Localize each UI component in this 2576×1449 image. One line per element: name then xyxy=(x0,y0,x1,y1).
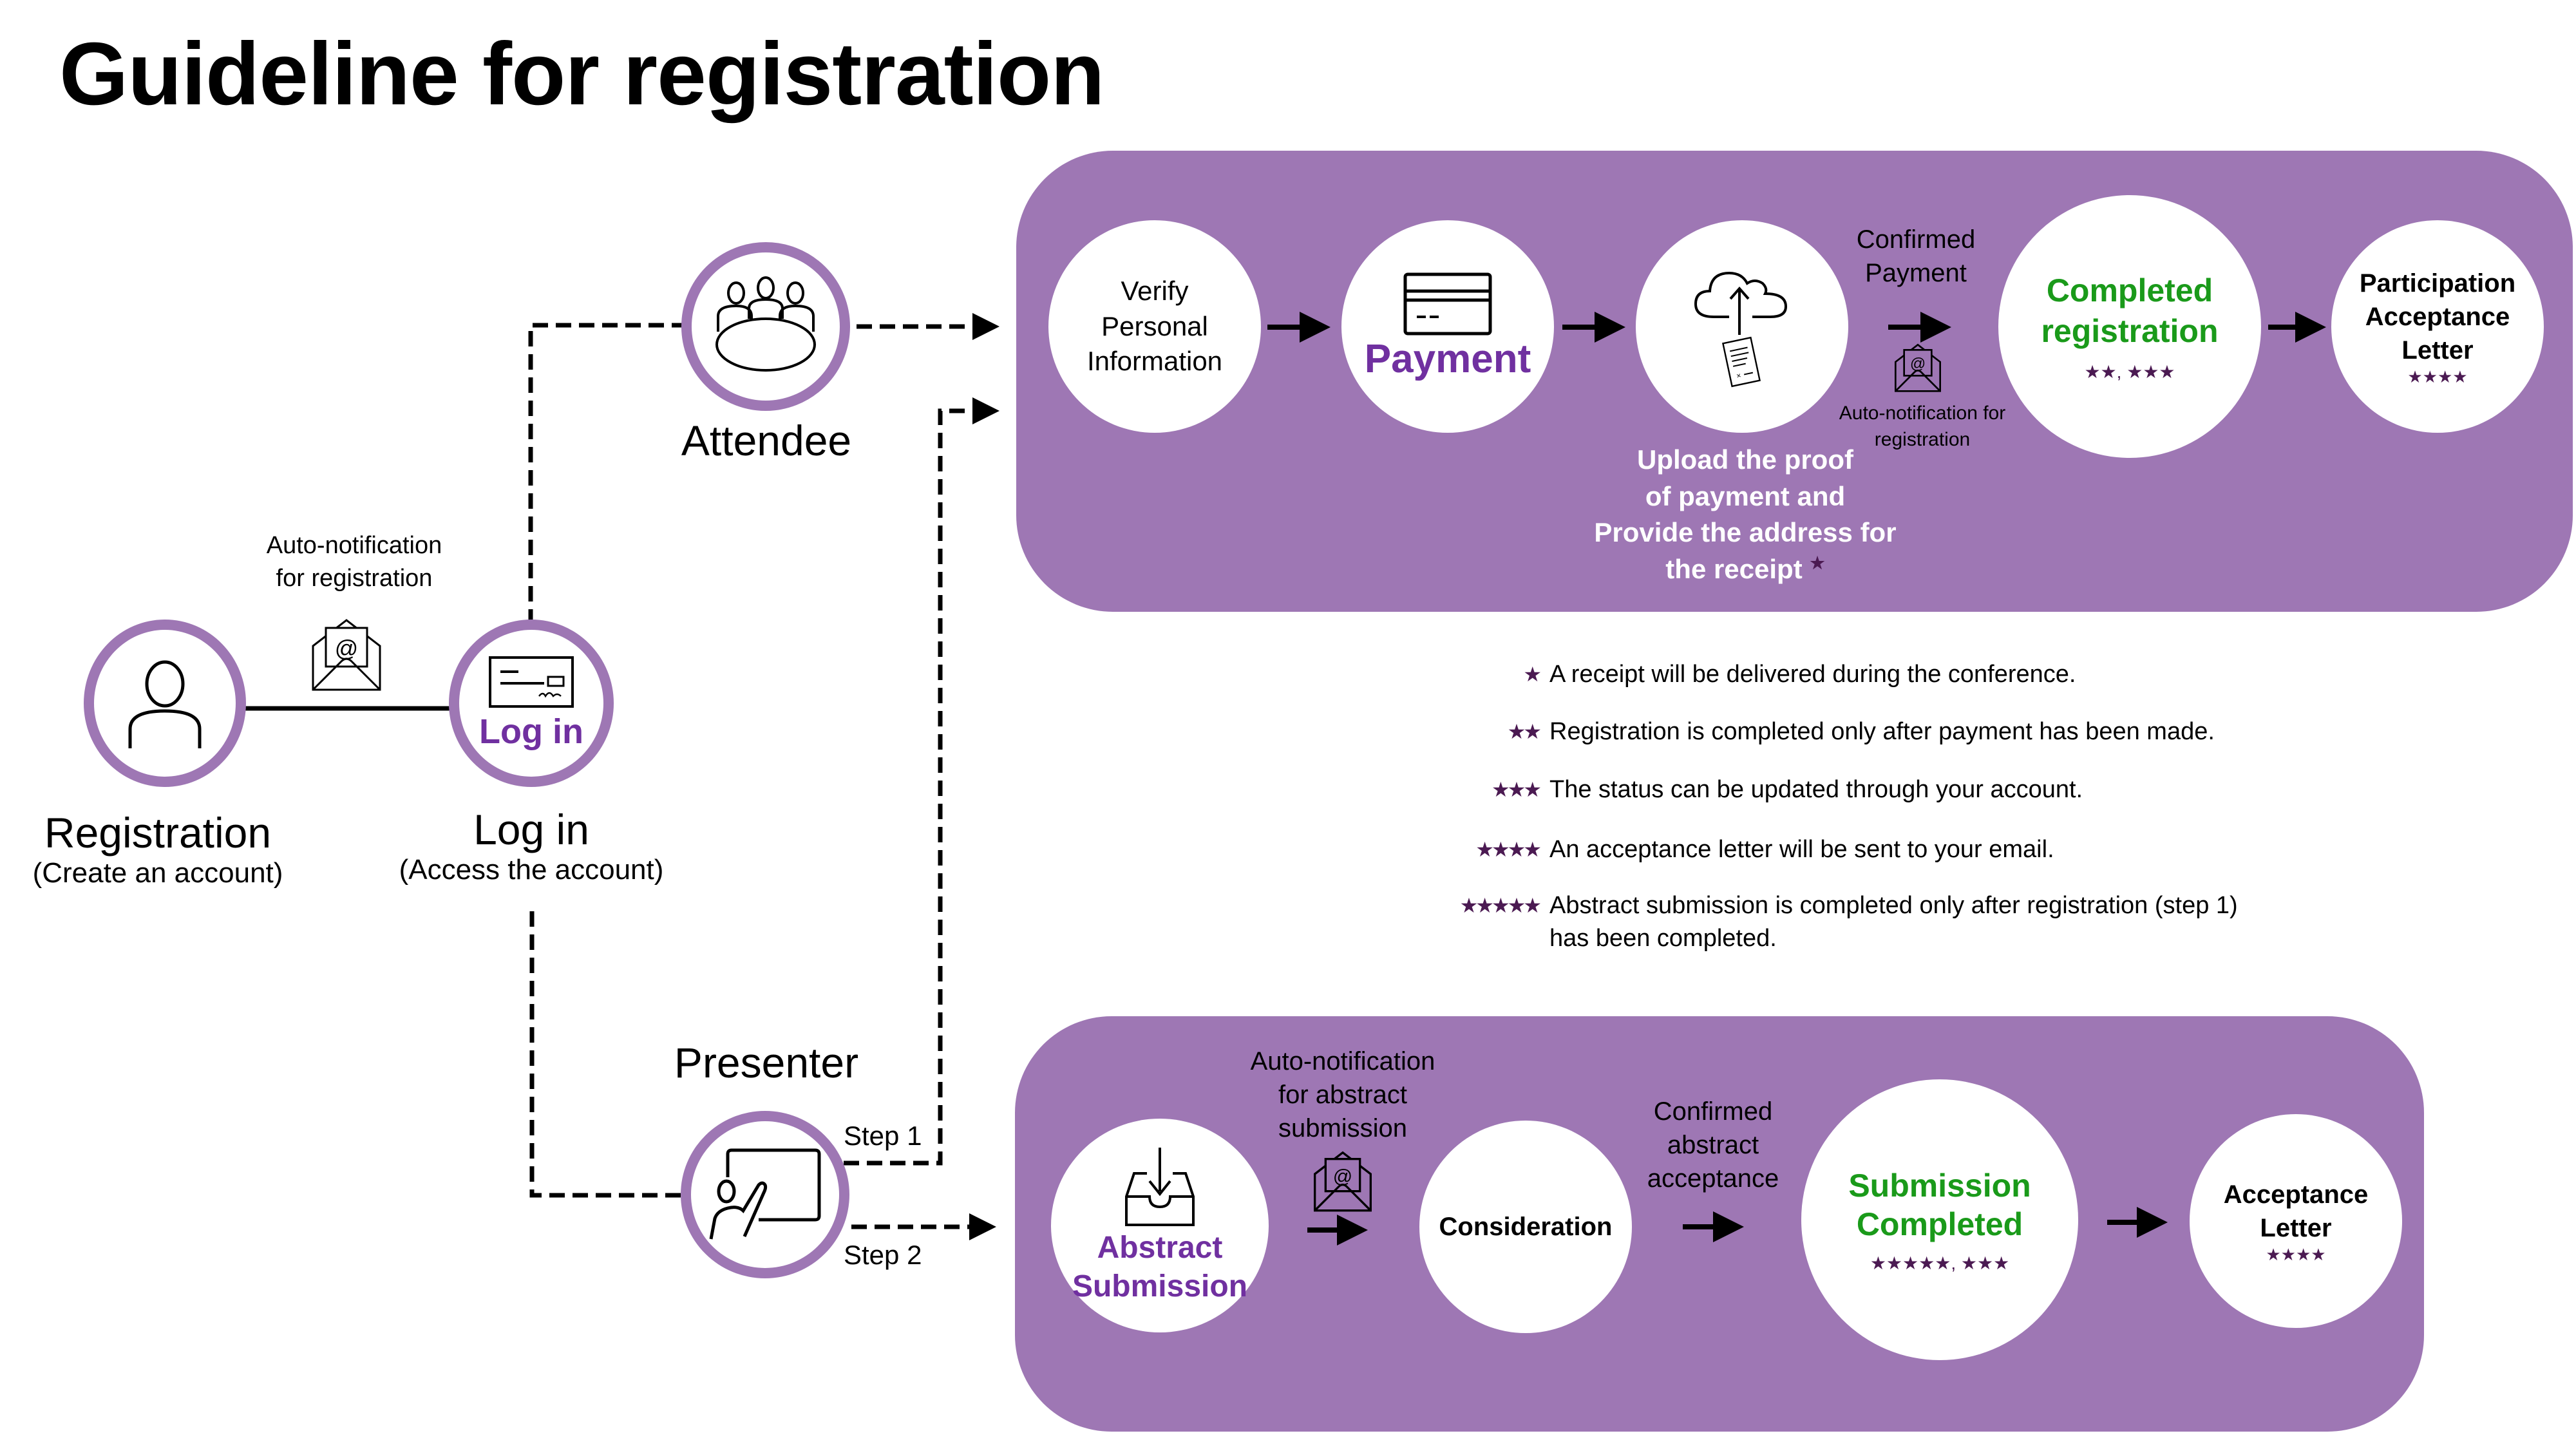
email-at-icon: @ xyxy=(1314,1151,1372,1212)
completed-label: Completed xyxy=(2046,272,2213,308)
consideration-label: Consideration xyxy=(1439,1212,1613,1241)
verify-line: Personal xyxy=(1101,310,1208,341)
auto-notification-text: for registration xyxy=(276,565,433,592)
abstract-label: Submission xyxy=(1072,1269,1248,1303)
legend-item: ★ A receipt will be delivered during the… xyxy=(1449,658,2415,691)
inbox-download-icon xyxy=(1125,1148,1195,1226)
meeting-table-icon xyxy=(715,276,816,372)
svg-text:@: @ xyxy=(1333,1166,1352,1187)
upload-caption: the receipt xyxy=(1665,554,1803,585)
completed-label: registration xyxy=(2041,312,2219,349)
star-icons: ★★★★★, ★★★ xyxy=(1870,1253,2010,1273)
completed-label: Submission xyxy=(1848,1167,2031,1204)
payment-label: Payment xyxy=(1364,336,1531,381)
auto-notification-text: for abstract xyxy=(1278,1081,1408,1109)
acceptance-letter-node[interactable]: Acceptance Letter ★★★★ xyxy=(2190,1114,2402,1328)
upload-caption: Upload the proof xyxy=(1637,444,1853,475)
submission-completed-node[interactable]: Submission Completed ★★★★★, ★★★ xyxy=(1801,1079,2078,1360)
legend-text: Abstract submission is completed only af… xyxy=(1549,892,2238,920)
svg-text:×: × xyxy=(1736,371,1742,381)
login-presenter-connector xyxy=(529,911,683,1198)
verify-line: Verify xyxy=(1121,276,1189,307)
star-icons: ★★★ xyxy=(1491,777,1542,801)
step1-connector xyxy=(844,397,999,1166)
registration-node[interactable] xyxy=(84,620,246,787)
login-attendee-connector xyxy=(528,323,683,625)
login-sublabel: (Access the account) xyxy=(399,854,664,886)
payment-node[interactable]: Payment xyxy=(1341,220,1554,433)
completed-label: Completed xyxy=(1856,1206,2023,1242)
star-icons: ★★★★ xyxy=(2266,1244,2326,1264)
login-node[interactable]: Log in xyxy=(449,620,614,787)
auto-notification-text: submission xyxy=(1278,1114,1408,1142)
legend-item: ★★★ The status can be updated through yo… xyxy=(1449,773,2415,806)
page-title: Guideline for registration xyxy=(59,24,1105,124)
completed-registration-node[interactable]: Completed registration ★★, ★★★ xyxy=(1998,195,2261,458)
letter-label: Participation xyxy=(2359,269,2516,298)
upload-caption: of payment and xyxy=(1645,480,1846,511)
presenter-node[interactable] xyxy=(681,1111,849,1278)
login-label: Log in xyxy=(473,806,589,853)
star-icons: ★ xyxy=(1523,663,1542,686)
confirmed-abstract-text: abstract xyxy=(1667,1131,1759,1159)
credit-card-icon xyxy=(1403,272,1492,335)
star-icons: ★★ xyxy=(1507,720,1542,744)
attendee-node[interactable] xyxy=(681,242,850,411)
legend-text: has been completed. xyxy=(1549,925,1777,952)
abstract-submission-node[interactable]: Abstract Submission xyxy=(1051,1119,1269,1332)
auto-notification-text: registration xyxy=(1874,428,1971,450)
cloud-upload-icon xyxy=(1694,271,1788,335)
star-icons: ★★★★ xyxy=(2407,366,2468,386)
email-at-icon: @ xyxy=(1895,343,1941,392)
legend-text: A receipt will be delivered during the c… xyxy=(1549,661,2076,688)
document-icon: × xyxy=(1721,336,1761,388)
step2-label: Step 2 xyxy=(844,1240,922,1270)
letter-label: Acceptance xyxy=(2223,1180,2369,1209)
legend-item: ★★ Registration is completed only after … xyxy=(1449,715,2415,748)
auto-notification-text: Auto-notification for xyxy=(1839,402,2006,424)
upload-caption: Provide the address for xyxy=(1594,517,1897,548)
auto-notification-text: Auto-notification xyxy=(1250,1047,1435,1075)
confirmed-abstract-text: Confirmed xyxy=(1653,1097,1773,1126)
verify-line: Information xyxy=(1086,346,1223,377)
confirmed-payment-text: Payment xyxy=(1865,259,1967,287)
abstract-label: Abstract xyxy=(1097,1231,1223,1265)
id-card-icon xyxy=(489,656,574,708)
upload-proof-node[interactable]: × xyxy=(1636,220,1848,433)
attendee-label: Attendee xyxy=(681,417,852,464)
presenter-board-icon xyxy=(709,1148,821,1240)
legend-item: ★★★★ An acceptance letter will be sent t… xyxy=(1449,833,2415,866)
registration-sublabel: (Create an account) xyxy=(32,857,283,889)
confirmed-abstract-text: acceptance xyxy=(1647,1164,1779,1193)
svg-text:@: @ xyxy=(335,635,359,661)
registration-label: Registration xyxy=(44,809,272,857)
letter-label: Acceptance xyxy=(2365,302,2510,331)
legend-text: The status can be updated through your a… xyxy=(1549,775,2083,803)
presenter-label: Presenter xyxy=(674,1039,859,1086)
step1-label: Step 1 xyxy=(844,1121,922,1151)
star-icons: ★★★★★ xyxy=(1459,894,1542,918)
star-icons: ★★★★ xyxy=(1475,837,1542,861)
login-inner-label: Log in xyxy=(479,712,583,751)
legend-text: An acceptance letter will be sent to you… xyxy=(1549,835,2054,863)
confirmed-payment-text: Confirmed xyxy=(1856,225,1976,254)
auto-notification-text: Auto-notification xyxy=(266,532,442,559)
person-icon xyxy=(128,660,202,748)
star-icon: ★ xyxy=(1810,553,1825,573)
legend-text: Registration is completed only after pay… xyxy=(1549,718,2215,746)
legend-item: ★★★★★ Abstract submission is completed o… xyxy=(1449,889,2415,956)
participation-letter-node[interactable]: Participation Acceptance Letter ★★★★ xyxy=(2331,220,2544,433)
star-icons: ★★, ★★★ xyxy=(2084,362,2175,382)
legend: ★ A receipt will be delivered during the… xyxy=(1449,658,2415,956)
consideration-node[interactable]: Consideration xyxy=(1419,1121,1632,1333)
verify-info-node[interactable]: Verify Personal Information xyxy=(1048,220,1261,433)
email-at-icon: @ xyxy=(312,619,381,691)
letter-label: Letter xyxy=(2401,336,2474,365)
letter-label: Letter xyxy=(2260,1213,2332,1242)
